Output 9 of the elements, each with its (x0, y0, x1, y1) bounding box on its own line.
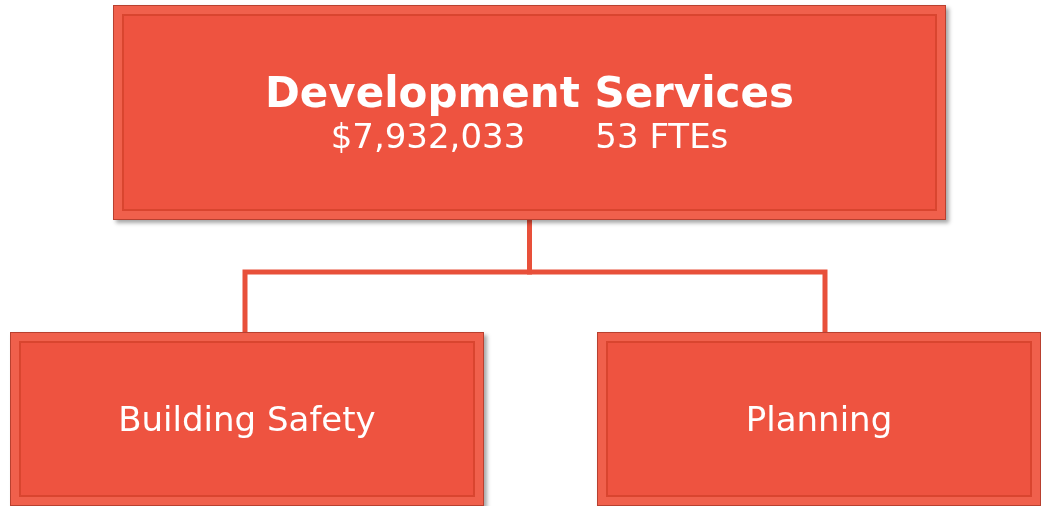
box-title: Development Services (265, 69, 794, 116)
box-label: Building Safety (118, 399, 376, 439)
box-label: Planning (745, 399, 893, 439)
org-box (597, 332, 1041, 506)
connector-line (527, 220, 828, 332)
org-box (113, 5, 946, 220)
staff-count: 53 FTEs (595, 115, 729, 156)
org-box (10, 332, 484, 506)
budget-amount: $7,932,033 (330, 115, 526, 156)
